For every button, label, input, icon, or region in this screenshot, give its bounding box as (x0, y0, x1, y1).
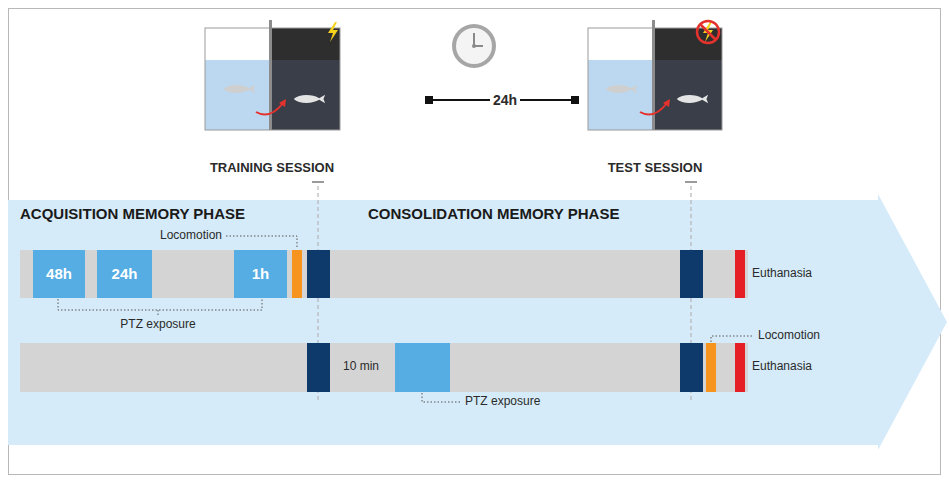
phase-heading: ACQUISITION MEMORY PHASE (20, 205, 245, 222)
step-label: Euthanasia (752, 360, 812, 374)
session-tick (312, 181, 324, 183)
training-tank (256, 103, 283, 115)
test-tank (663, 99, 670, 107)
leader-line (58, 299, 262, 310)
training-tank (205, 20, 340, 130)
step-label: PTZ exposure (465, 395, 540, 409)
test-tank (655, 28, 722, 60)
training-tank (272, 60, 340, 130)
test-tank (588, 20, 722, 130)
training-tank (205, 28, 340, 130)
timeline-row-consolidation (20, 343, 748, 392)
timeline-arrow (8, 194, 947, 450)
interval-label: 24h (490, 92, 520, 108)
duration-label: 24h (112, 266, 138, 283)
test-tank (700, 24, 716, 40)
test-tank (588, 28, 653, 60)
training-tank (294, 95, 325, 104)
test-tank (606, 85, 637, 94)
training-tank (328, 22, 338, 42)
timeline-row-consolidation (395, 343, 450, 392)
session-label: TEST SESSION (608, 161, 703, 176)
interval-line (425, 96, 433, 104)
training-tank (205, 60, 270, 130)
duration-label: 48h (46, 266, 72, 283)
exposure-box: 1h (234, 250, 287, 298)
phase-heading: CONSOLIDATION MEMORY PHASE (368, 205, 619, 222)
exposure-box: 24h (97, 250, 152, 298)
exposure-box: 48h (33, 250, 85, 298)
session-tick (685, 181, 697, 183)
duration-label: 1h (252, 266, 270, 283)
timeline-row-consolidation (307, 343, 330, 392)
timeline-row-consolidation (680, 343, 703, 392)
timeline-row-acquisition (20, 250, 748, 298)
clock-icon (452, 24, 496, 68)
test-tank (655, 60, 722, 130)
training-tank (279, 99, 286, 107)
leader-line (422, 393, 461, 402)
step-label: Euthanasia (752, 267, 812, 281)
session-tick (312, 181, 697, 183)
test-tank (677, 95, 708, 104)
leader-line (58, 236, 754, 402)
training-tank (205, 28, 270, 60)
timeline-row-acquisition (735, 250, 745, 298)
timeline-row-consolidation (706, 343, 716, 392)
timeline-row-consolidation (735, 343, 745, 392)
clock-icon (452, 24, 496, 68)
step-label: Locomotion (758, 329, 820, 343)
step-label: Locomotion (160, 229, 222, 243)
timeline-row-acquisition (307, 250, 330, 298)
timeline-row-consolidation (20, 343, 748, 392)
interval-label: 10 min (343, 360, 379, 374)
clock-icon (472, 44, 476, 48)
test-tank (588, 60, 653, 130)
timeline-row-acquisition (20, 250, 748, 298)
interval-line (571, 96, 579, 104)
training-tank (224, 85, 255, 94)
step-label: PTZ exposure (120, 318, 195, 332)
leader-line (711, 336, 754, 342)
clock-icon (456, 28, 492, 64)
timeline-row-acquisition (680, 250, 703, 298)
leader-line (158, 310, 159, 316)
leader-line (226, 236, 297, 249)
timeline-row-acquisition (292, 250, 302, 298)
test-tank (640, 103, 667, 115)
session-label: TRAINING SESSION (210, 161, 334, 176)
test-tank (697, 21, 719, 43)
